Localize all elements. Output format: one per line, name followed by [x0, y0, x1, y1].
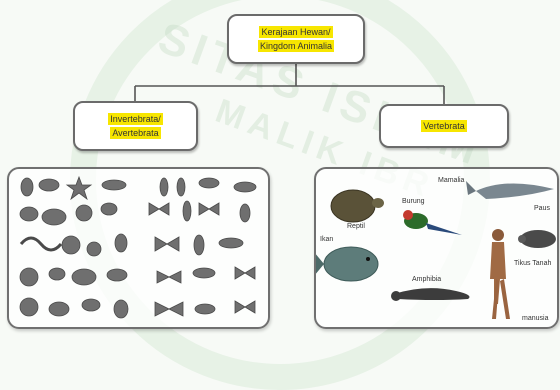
vertebrate-illustration-panel: Mamalia Burung Paus Reptil Ikan Tikus Ta…: [314, 167, 559, 329]
label-reptil: Reptil: [347, 223, 365, 230]
label-mamalia: Mamalia: [438, 177, 464, 184]
root-node-kingdom-animalia: Kerajaan Hewan/ Kingdom Animalia: [227, 14, 365, 64]
label-paus: Paus: [534, 205, 550, 212]
invertebrate-illustration-panel: [7, 167, 270, 329]
human-drawing: [490, 229, 510, 319]
label-amphibia: Amphibia: [412, 276, 441, 283]
vertebrate-drawings: [316, 169, 560, 331]
invertebrata-label-line2: Avertebrata: [110, 127, 160, 139]
invertebrate-drawings: [9, 169, 272, 331]
node-invertebrata: Invertebrata/ Avertebrata: [73, 101, 198, 151]
mole-drawing: [518, 230, 556, 248]
invertebrata-label-line1: Invertebrata/: [108, 113, 163, 125]
label-ikan: Ikan: [320, 236, 333, 243]
fish-drawing: [316, 247, 378, 281]
label-tikus-tanah: Tikus Tanah: [514, 260, 551, 267]
node-vertebrata: Vertebrata: [379, 104, 509, 148]
turtle-drawing: [331, 190, 384, 222]
vertebrata-label: Vertebrata: [421, 120, 467, 132]
bird-drawing: [403, 210, 462, 235]
salamander-drawing: [391, 288, 470, 301]
root-label-line1: Kerajaan Hewan/: [259, 26, 332, 38]
root-label-line2: Kingdom Animalia: [258, 40, 334, 52]
label-manusia: manusia: [522, 315, 548, 322]
label-burung: Burung: [402, 198, 425, 205]
whale-drawing: [466, 181, 554, 199]
